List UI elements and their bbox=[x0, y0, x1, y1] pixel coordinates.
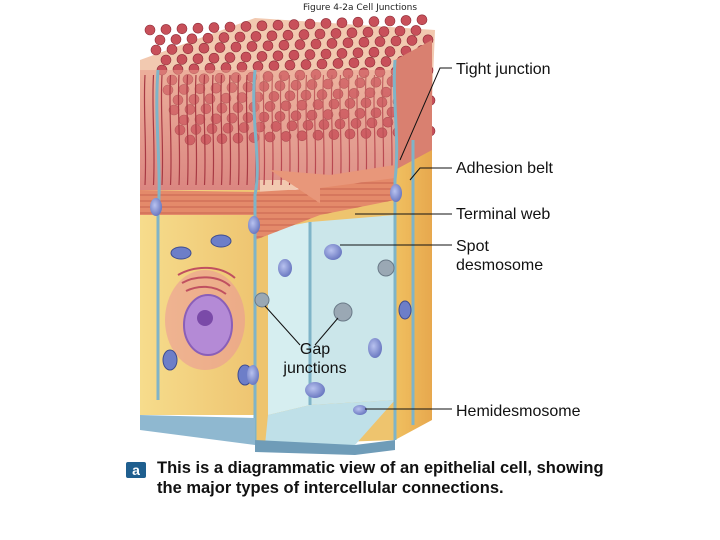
label-gap-junctions-line1: Gap bbox=[299, 341, 331, 358]
basement-membrane bbox=[140, 415, 395, 455]
label-gap-junctions: Gap junctions bbox=[275, 340, 355, 378]
label-terminal-web: Terminal web bbox=[456, 206, 551, 223]
cell-right-face bbox=[395, 40, 432, 440]
terminal-web-band bbox=[140, 165, 395, 240]
label-spot-desmosome: Spot desmosome bbox=[456, 237, 543, 275]
label-adhesion-belt: Adhesion belt bbox=[456, 160, 553, 177]
nucleus-region bbox=[165, 266, 245, 370]
label-gap-junctions-line2: junctions bbox=[283, 360, 347, 377]
caption-text: This is a diagrammatic view of an epithe… bbox=[157, 459, 604, 497]
label-spot-desmosome-line1: Spot bbox=[456, 238, 489, 255]
label-spot-desmosome-line2: desmosome bbox=[456, 257, 544, 274]
microvilli-front bbox=[140, 70, 400, 190]
mitochondria bbox=[162, 234, 412, 386]
leader-lines bbox=[264, 67, 452, 410]
figure-title: Figure 4-2a Cell Junctions bbox=[302, 3, 418, 13]
caption-badge: a bbox=[126, 462, 146, 478]
label-hemidesmosome: Hemidesmosome bbox=[456, 403, 581, 420]
cut-away-interior bbox=[255, 200, 395, 445]
gap-junction-markers bbox=[254, 259, 395, 322]
junction-markers bbox=[150, 184, 402, 415]
label-tight-junction: Tight junction bbox=[456, 61, 551, 78]
